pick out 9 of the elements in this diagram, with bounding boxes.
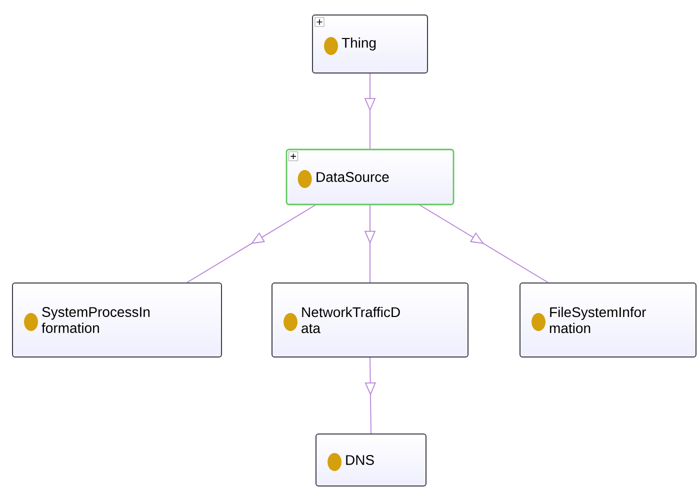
arrow [420, 204, 548, 283]
class-box: DNS [316, 434, 426, 486]
arrow [186, 204, 316, 283]
class-box: DataSource [286, 148, 454, 206]
class-box: NetworkTrafficD ata [272, 282, 468, 358]
arrow [364, 357, 376, 434]
class-box: Thing [312, 14, 428, 74]
class-box: SystemProcessIn formation [12, 282, 222, 358]
class-box: FileSystemInfor mation [520, 282, 696, 358]
